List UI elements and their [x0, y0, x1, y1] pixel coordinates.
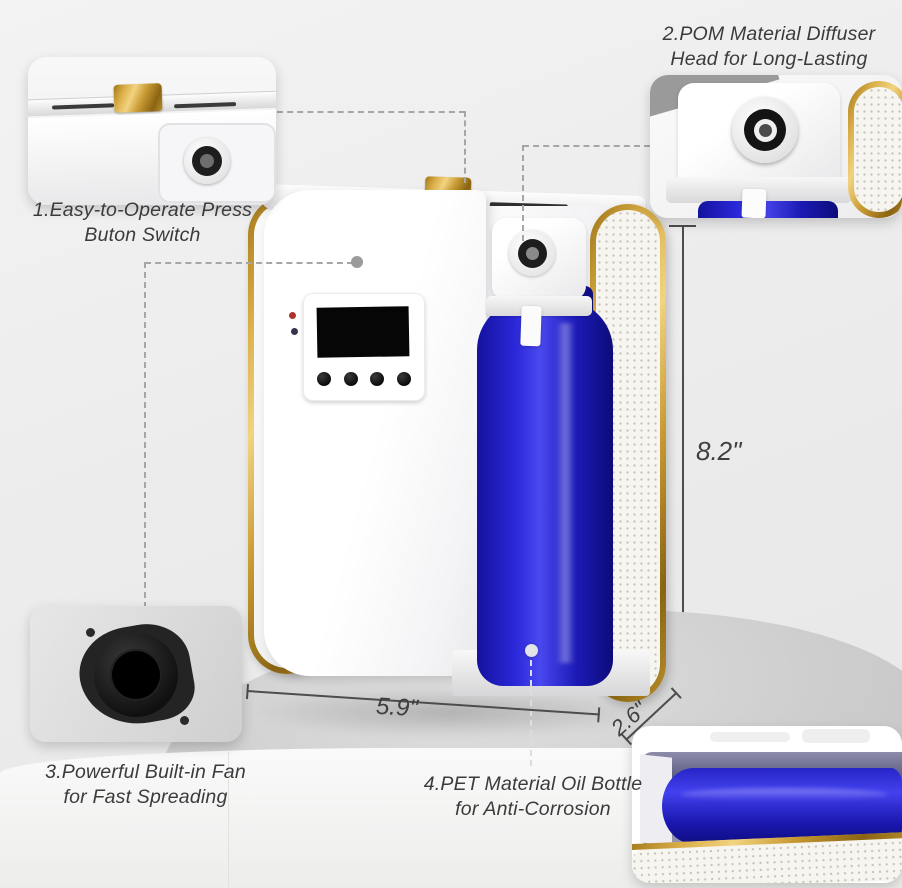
oil-bottle	[477, 300, 613, 686]
callout2-line-v	[522, 145, 524, 241]
device-front-cover	[264, 190, 486, 676]
height-dim-line	[682, 226, 684, 663]
inset-case-slot	[802, 729, 870, 743]
inset-top-view	[28, 57, 276, 205]
callout2-label: 2.POM Material Diffuser Head for Long-La…	[636, 22, 902, 73]
callout2-label-line1: 2.POM Material Diffuser	[662, 23, 876, 45]
callout4-line-v	[530, 660, 532, 766]
inset-gold-panel-mesh	[854, 87, 902, 212]
diffuser-nozzle-outer	[509, 230, 555, 276]
callout1-label-line2: Buton Switch	[84, 224, 201, 247]
status-led-dark	[291, 328, 298, 335]
inset-diffuser-head	[650, 75, 902, 218]
callout4-anchor-dot	[525, 644, 538, 657]
inset-fan	[30, 606, 242, 742]
fan-mount-ear	[180, 716, 189, 725]
fan-mount-ear	[86, 628, 95, 637]
diffuser-lock-tab	[520, 305, 542, 347]
callout3-label: 3.Powerful Built-in Fan for Fast Spreadi…	[18, 760, 273, 811]
inset-nozzle-orifice	[200, 154, 214, 168]
callout1-line-v	[144, 262, 146, 608]
inset-top-slot	[174, 102, 237, 109]
panel-button-1[interactable]	[317, 372, 331, 386]
lcd-display[interactable]	[316, 306, 410, 358]
diffuser-head	[492, 218, 586, 300]
panel-button-4[interactable]	[397, 372, 411, 386]
inset-head-nozzle-outer	[732, 97, 798, 163]
diffuser-nozzle-ring	[517, 238, 547, 268]
power-led-red	[289, 312, 296, 319]
inset-nozzle-outer	[184, 138, 230, 184]
inset-head-tab	[741, 188, 767, 218]
inset1-link-line-h	[277, 111, 465, 113]
callout1-label: 1.Easy-to-Operate Press Buton Switch	[25, 198, 260, 249]
panel-button-2[interactable]	[344, 372, 358, 386]
inset-nozzle-ring	[192, 146, 222, 176]
callout1-line-h	[145, 262, 353, 264]
inset-horizontal-bottle	[662, 768, 902, 844]
callout2-line-h	[523, 145, 650, 147]
callout1-label-line1: 1.Easy-to-Operate Press	[32, 199, 253, 221]
callout4-label-line2: for Anti-Corrosion	[455, 798, 611, 821]
inset-gold-panel	[848, 81, 902, 218]
inset-head-nozzle-orifice	[758, 123, 772, 137]
inset-top-slot	[52, 103, 115, 110]
panel-button-3[interactable]	[370, 372, 384, 386]
callout3-label-line1: 3.Powerful Built-in Fan	[45, 761, 246, 783]
control-panel	[303, 293, 425, 401]
callout4-label: 4.PET Material Oil Bottle for Anti-Corro…	[402, 772, 664, 823]
inset1-link-line-v	[464, 111, 466, 183]
height-dim-cap-top	[669, 225, 696, 227]
callout4-label-line1: 4.PET Material Oil Bottle	[423, 773, 643, 795]
width-dim-label: 5.9"	[375, 692, 419, 723]
diffuser-nozzle-orifice	[525, 246, 539, 260]
inset-bottle-bay	[632, 726, 902, 883]
pedestal-seam	[228, 752, 229, 888]
inset-gold-clasp	[113, 83, 163, 113]
inset-bottle-shoulder	[698, 201, 838, 218]
callout2-label-line2: Head for Long-Lasting	[670, 48, 868, 71]
inset-head-nozzle-mid	[753, 118, 777, 142]
height-dim-label: 8.2"	[696, 436, 742, 466]
fan-hub	[110, 649, 162, 701]
inset-head-nozzle-ring	[744, 109, 786, 151]
callout1-anchor-dot	[351, 256, 363, 268]
inset-case-slot	[710, 732, 790, 742]
callout3-label-line2: for Fast Spreading	[63, 786, 228, 809]
